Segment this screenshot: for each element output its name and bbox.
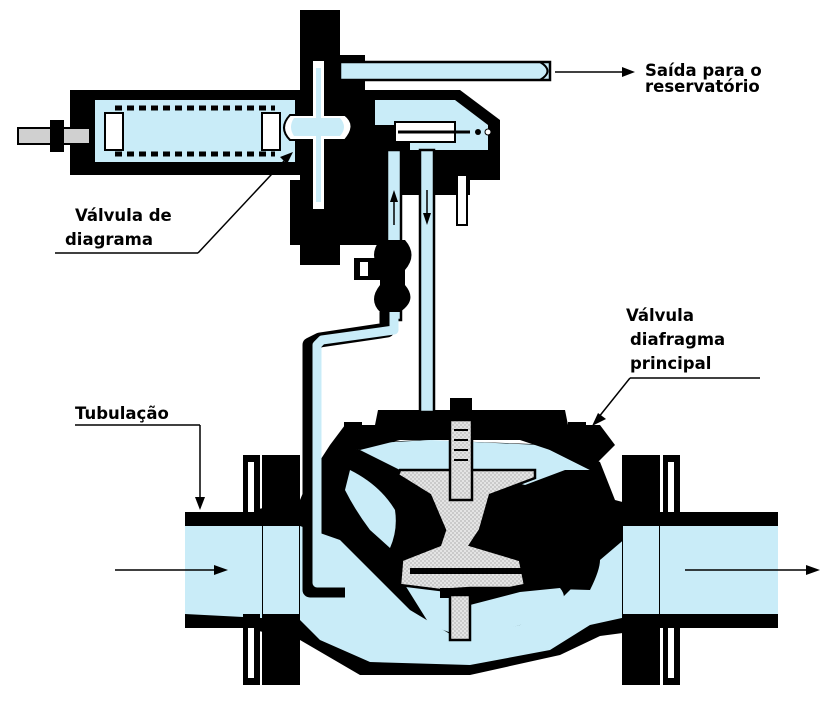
label-tubulacao: Tubulação (75, 404, 169, 423)
annotation-arrows (55, 67, 820, 575)
lower-seat-fluid (405, 585, 564, 640)
label-valvula-principal-line3: principal (630, 354, 712, 373)
reservoir-outlet-pipe (338, 60, 552, 82)
label-valvula-principal-line2: diafragma (630, 330, 726, 349)
flow-arrow-up (390, 190, 398, 202)
label-saida-line1: Saída para o (645, 61, 762, 80)
label-valvula-diagrama-line2: diagrama (65, 230, 154, 249)
control-tube (418, 148, 436, 414)
arrow-to-reservoir (622, 67, 635, 77)
arrow-to-pilot-valve (280, 152, 293, 164)
arrow-to-main-valve (592, 413, 606, 426)
orifice-fitting (374, 240, 412, 312)
partition-fluid (345, 470, 396, 548)
main-diaphragm-disk (396, 418, 537, 642)
label-valvula-diagrama-line1: Válvula de (75, 206, 172, 225)
arrow-to-pipe (195, 497, 205, 510)
inlet-flow-arrow (214, 565, 228, 575)
label-valvula-principal-line1: Válvula (626, 306, 694, 325)
label-saida-line2: reservatório (645, 77, 760, 96)
partition-wall (330, 455, 600, 615)
pilot-assembly (17, 10, 552, 598)
pipe-flanges (243, 455, 680, 685)
flow-arrow-down (423, 213, 431, 225)
outlet-flow-arrow (806, 565, 820, 575)
